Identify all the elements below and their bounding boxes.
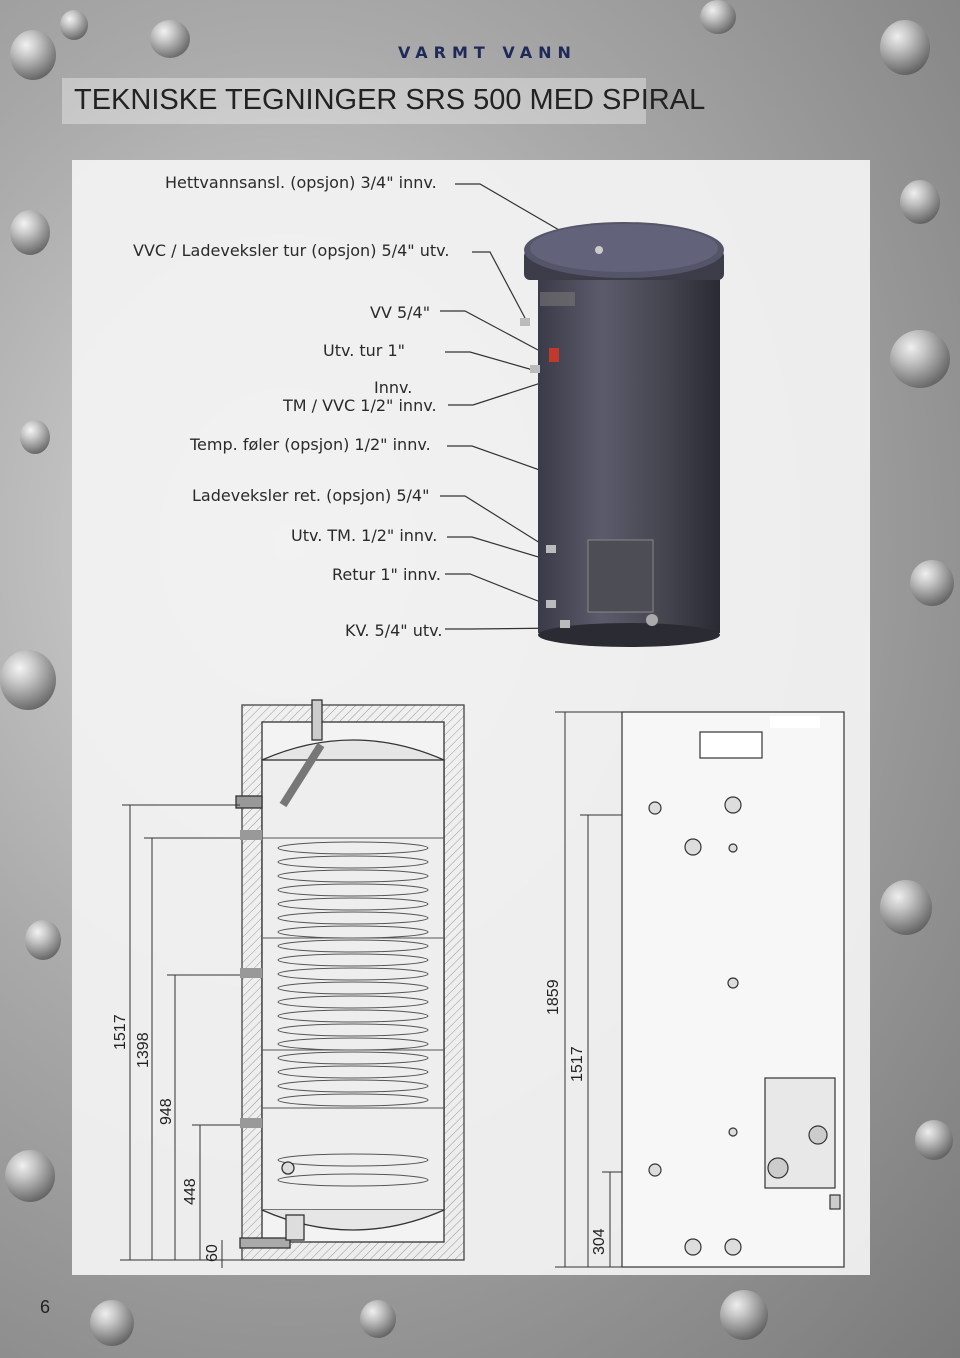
callout-label: TM / VVC 1/2" innv. (283, 396, 437, 415)
callout-label: Temp. føler (opsjon) 1/2" innv. (190, 435, 431, 454)
callout-label: Hettvannsansl. (opsjon) 3/4" innv. (165, 173, 437, 192)
page-number: 6 (40, 1297, 51, 1317)
page-title: TEKNISKE TEGNINGER SRS 500 MED SPIRAL (74, 84, 706, 116)
callout-label: VV 5/4" (370, 303, 431, 322)
dim-1859: 1859 (545, 979, 562, 1015)
dim-1398: 1398 (135, 1032, 152, 1068)
tank-3d-render (520, 222, 724, 647)
callout-label: KV. 5/4" utv. (345, 621, 443, 640)
front-dimension-lines (555, 711, 622, 1268)
front-view-drawing (621, 711, 845, 1268)
section-dimension-lines (120, 804, 242, 1268)
spiral-coil (277, 841, 429, 1187)
callout-label: Innv. (374, 378, 413, 397)
callout-label: VVC / Ladeveksler tur (opsjon) 5/4" utv. (133, 241, 450, 260)
callout-label: Utv. tur 1" (323, 341, 405, 360)
dim-948: 948 (158, 1098, 175, 1125)
page-title-band: TEKNISKE TEGNINGER SRS 500 MED SPIRAL (62, 78, 705, 124)
section-title: VARMT VANN (398, 43, 577, 62)
dim-448: 448 (182, 1178, 199, 1205)
dim-1517: 1517 (112, 1014, 129, 1050)
callout-label: Utv. TM. 1/2" innv. (291, 526, 438, 545)
section-drawing (235, 699, 465, 1261)
dim-60: 60 (204, 1244, 221, 1262)
dim-1517-front: 1517 (569, 1046, 586, 1082)
callout-label: Retur 1" innv. (332, 565, 441, 584)
callout-label: Ladeveksler ret. (opsjon) 5/4" (192, 486, 430, 505)
dim-304: 304 (591, 1228, 608, 1255)
